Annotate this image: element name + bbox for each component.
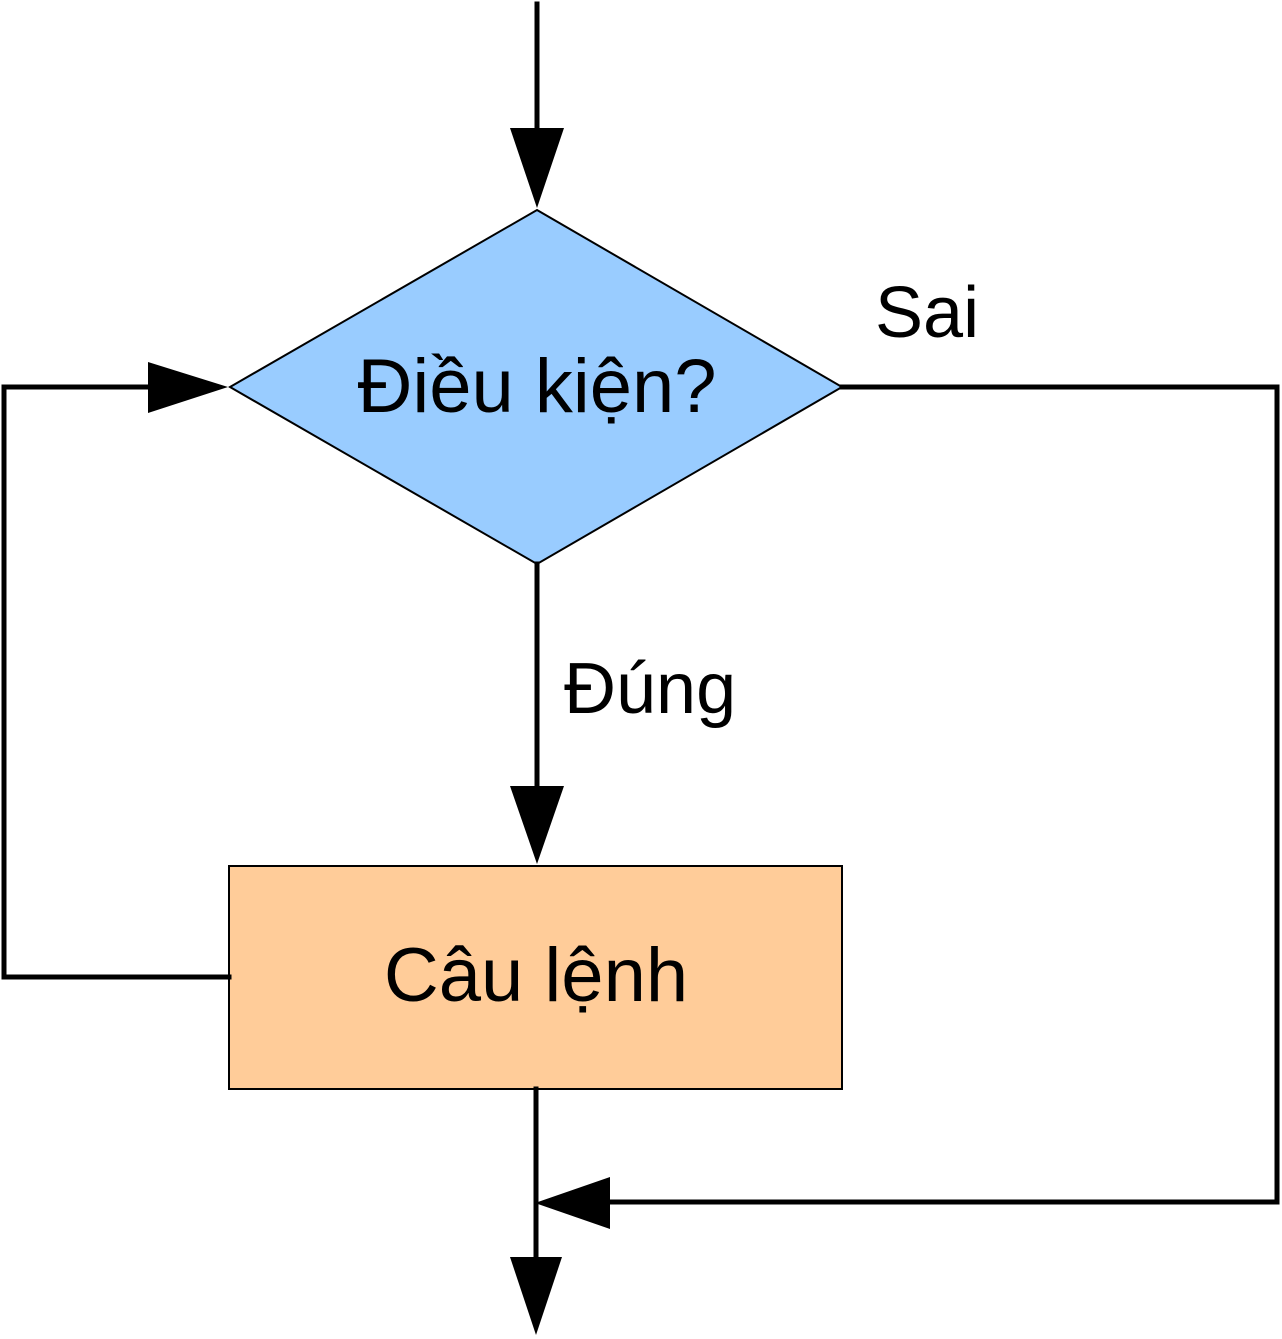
false-branch-line [597, 384, 1280, 1205]
true-branch-label: Đúng [564, 649, 736, 729]
loop-back-arrowhead [148, 362, 228, 413]
loop-back-line [1, 384, 232, 980]
false-branch-label: Sai [875, 273, 979, 353]
true-branch-arrowhead [510, 786, 564, 864]
statement-box [228, 865, 843, 1090]
exit-arrowhead [510, 1257, 562, 1335]
condition-label: Điều kiện? [357, 344, 716, 429]
false-branch-arrowhead [535, 1177, 610, 1229]
entry-arrowhead [510, 128, 564, 208]
statement-label: Câu lệnh [384, 933, 688, 1018]
